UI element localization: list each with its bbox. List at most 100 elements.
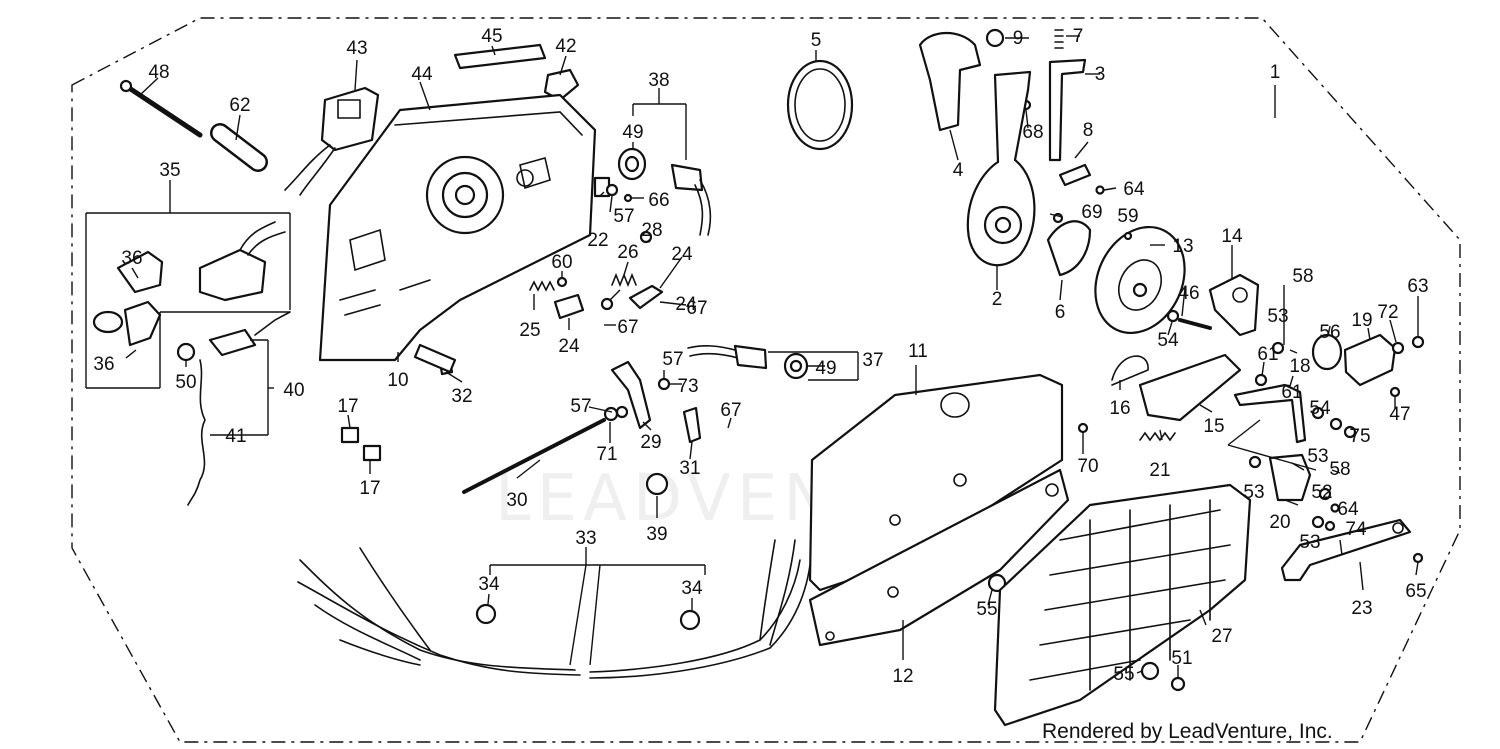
part-37-switch [687, 344, 809, 380]
part-21-spring [1139, 431, 1176, 442]
part-label-49: 49 [622, 122, 643, 143]
part-38-switch [617, 147, 712, 236]
part-61-nut-a [1254, 373, 1268, 387]
part-label-23: 23 [1351, 598, 1372, 619]
part-label-6: 6 [1055, 302, 1066, 323]
part-24-block-a [628, 284, 664, 310]
part-label-25: 25 [519, 320, 540, 341]
part-label-52: 52 [1311, 482, 1332, 503]
part-31-link [682, 406, 702, 444]
part-54-washer-a [1166, 309, 1180, 323]
part-34-grommet-b [679, 609, 701, 631]
part-17-clip-b [362, 444, 382, 462]
part-label-11: 11 [908, 341, 928, 362]
part-2-lever [966, 70, 1036, 267]
part-label-68: 68 [1022, 122, 1043, 143]
part-label-8: 8 [1083, 120, 1094, 141]
part-27-frame [993, 483, 1252, 727]
part-label-42: 42 [555, 36, 576, 57]
part-label-40: 40 [283, 380, 304, 401]
part-8-pin [1058, 163, 1092, 187]
part-24-block-b [553, 293, 585, 320]
part-label-71: 71 [596, 444, 617, 465]
part-label-4: 4 [953, 160, 964, 181]
credit-text: Rendered by LeadVenture, Inc. [1042, 720, 1333, 743]
part-54-washer-b [1329, 417, 1343, 431]
part-label-54: 54 [1309, 398, 1331, 419]
part-label-53: 53 [1267, 306, 1288, 327]
part-pad [413, 343, 457, 374]
part-56-ring [1311, 333, 1343, 371]
part-label-9: 9 [1013, 28, 1024, 49]
part-52-washer [1318, 487, 1332, 501]
part-label-64: 64 [1123, 179, 1145, 200]
part-label-58: 58 [1292, 266, 1313, 287]
part-label-21: 21 [1149, 460, 1170, 481]
part-60-ball [556, 276, 568, 288]
part-label-60: 60 [551, 252, 572, 273]
part-53-washer-a [600, 297, 614, 311]
part-25-spring [529, 280, 555, 292]
part-label-32: 32 [451, 386, 472, 407]
part-label-44: 44 [411, 64, 433, 85]
part-label-55: 55 [1113, 664, 1134, 685]
part-label-67: 67 [720, 400, 741, 421]
part-label-3: 3 [1095, 64, 1106, 85]
part-label-24: 24 [675, 294, 697, 315]
part-label-14: 14 [1221, 226, 1243, 247]
part-13-disc [1094, 225, 1186, 335]
part-55-washer-a [987, 573, 1007, 593]
part-label-57: 57 [570, 396, 591, 417]
part-18-arm [1233, 383, 1307, 444]
part-65-screw [1412, 552, 1424, 564]
part-33-harness [297, 539, 811, 679]
part-label-17: 17 [337, 396, 358, 417]
part-label-47: 47 [1389, 404, 1410, 425]
part-label-24: 24 [558, 336, 580, 357]
part-label-13: 13 [1172, 236, 1193, 257]
part-30-rod [462, 418, 606, 494]
part-label-45: 45 [481, 26, 502, 47]
part-label-12: 12 [892, 666, 913, 687]
part-label-5: 5 [811, 30, 822, 51]
part-66-screw [623, 193, 633, 203]
part-23-lever [1280, 518, 1412, 582]
part-62-collar [210, 123, 268, 172]
part-label-57: 57 [662, 349, 683, 370]
part-35-ignition [92, 221, 286, 362]
part-label-37: 37 [862, 350, 883, 371]
part-label-39: 39 [646, 524, 667, 545]
part-55-washer-b [1140, 661, 1160, 681]
part-51-nut [1170, 676, 1186, 692]
part-15-plate [1138, 353, 1242, 422]
part-label-61: 61 [1281, 382, 1302, 403]
part-71-nut [603, 406, 619, 422]
part-29-lever [610, 360, 652, 430]
part-59-pin [1123, 231, 1133, 241]
part-61-nut-b [1311, 406, 1325, 420]
part-64-screw-a [1095, 185, 1105, 195]
part-label-16: 16 [1109, 398, 1130, 419]
part-label-73: 73 [677, 376, 698, 397]
part-label-27: 27 [1211, 626, 1232, 647]
part-label-19: 19 [1351, 310, 1372, 331]
part-70-screw [1077, 422, 1089, 434]
part-label-55: 55 [976, 599, 997, 620]
part-label-35: 35 [159, 160, 180, 181]
part-label-17: 17 [359, 478, 380, 499]
part-45-plate [453, 43, 547, 70]
part-label-50: 50 [175, 372, 196, 393]
part-34-grommet-a [475, 603, 497, 625]
part-10-case [318, 93, 597, 362]
part-label-33: 33 [575, 528, 596, 549]
part-53-washer-b [1271, 341, 1285, 355]
part-label-7: 7 [1073, 26, 1084, 47]
part-label-53: 53 [1243, 482, 1264, 503]
part-label-61: 61 [1257, 344, 1278, 365]
part-label-59: 59 [1117, 206, 1138, 227]
part-label-54: 54 [1157, 330, 1179, 351]
part-72-washer [1391, 341, 1405, 355]
part-label-48: 48 [148, 62, 169, 83]
